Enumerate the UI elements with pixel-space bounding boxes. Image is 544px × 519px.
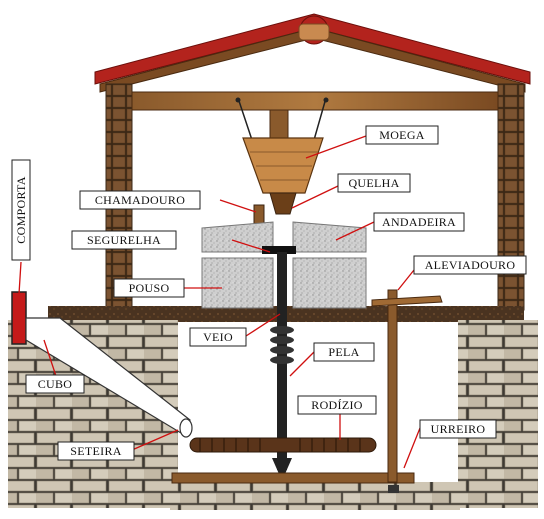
andadeira-stone (201, 221, 367, 253)
urreiro-beam (171, 472, 415, 484)
label-chamadouro: CHAMADOURO (79, 190, 201, 210)
quelha-chute (269, 192, 297, 215)
label-urreiro: URREIRO (419, 419, 497, 439)
roof (94, 13, 531, 93)
rodizio-wheel (189, 437, 377, 453)
segurelha-bar (262, 246, 296, 254)
label-rodizio: RODÍZIO (297, 395, 377, 415)
moega-hopper (235, 97, 329, 194)
seteira-nozzle (179, 418, 193, 438)
svg-text:SEGURELHA: SEGURELHA (87, 233, 161, 247)
aleviadouro-rod (387, 289, 398, 483)
svg-text:QUELHA: QUELHA (348, 176, 399, 190)
svg-text:MOEGA: MOEGA (379, 128, 425, 142)
svg-text:ALEVIADOURO: ALEVIADOURO (425, 258, 516, 272)
roof-vent (298, 23, 330, 41)
label-moega: MOEGA (365, 125, 439, 145)
svg-text:CHAMADOURO: CHAMADOURO (95, 193, 185, 207)
cross-beam (131, 91, 499, 111)
label-aleviadouro: ALEVIADOURO (413, 255, 527, 275)
bottom-foundation (170, 482, 460, 510)
right-wall (497, 83, 525, 311)
svg-text:URREIRO: URREIRO (431, 422, 486, 436)
label-andadeira: ANDADEIRA (373, 212, 465, 232)
svg-text:POUSO: POUSO (129, 281, 170, 295)
shaft-tip (272, 458, 292, 474)
label-cubo: CUBO (25, 374, 85, 394)
label-veio: VEIO (189, 327, 247, 347)
aleviadouro-lever (371, 295, 443, 307)
pouso-stone (201, 257, 367, 309)
label-pouso: POUSO (113, 278, 185, 298)
svg-text:COMPORTA: COMPORTA (14, 176, 28, 243)
label-quelha: QUELHA (337, 173, 411, 193)
label-segurelha: SEGURELHA (71, 230, 177, 250)
svg-text:VEIO: VEIO (203, 330, 233, 344)
aleviadouro-foot (388, 485, 399, 493)
label-pela: PELA (313, 342, 375, 362)
hopper-post (269, 109, 289, 139)
svg-text:PELA: PELA (328, 345, 359, 359)
svg-text:RODÍZIO: RODÍZIO (311, 398, 362, 412)
svg-text:SETEIRA: SETEIRA (70, 444, 121, 458)
label-arrows (18, 135, 421, 469)
svg-text:ANDADEIRA: ANDADEIRA (382, 215, 456, 229)
svg-text:CUBO: CUBO (38, 377, 73, 391)
right-foundation (458, 320, 538, 508)
comporta-gate (11, 291, 27, 345)
pela-coils (270, 326, 294, 364)
label-seteira: SETEIRA (57, 441, 135, 461)
label-comporta: COMPORTA (11, 159, 31, 261)
